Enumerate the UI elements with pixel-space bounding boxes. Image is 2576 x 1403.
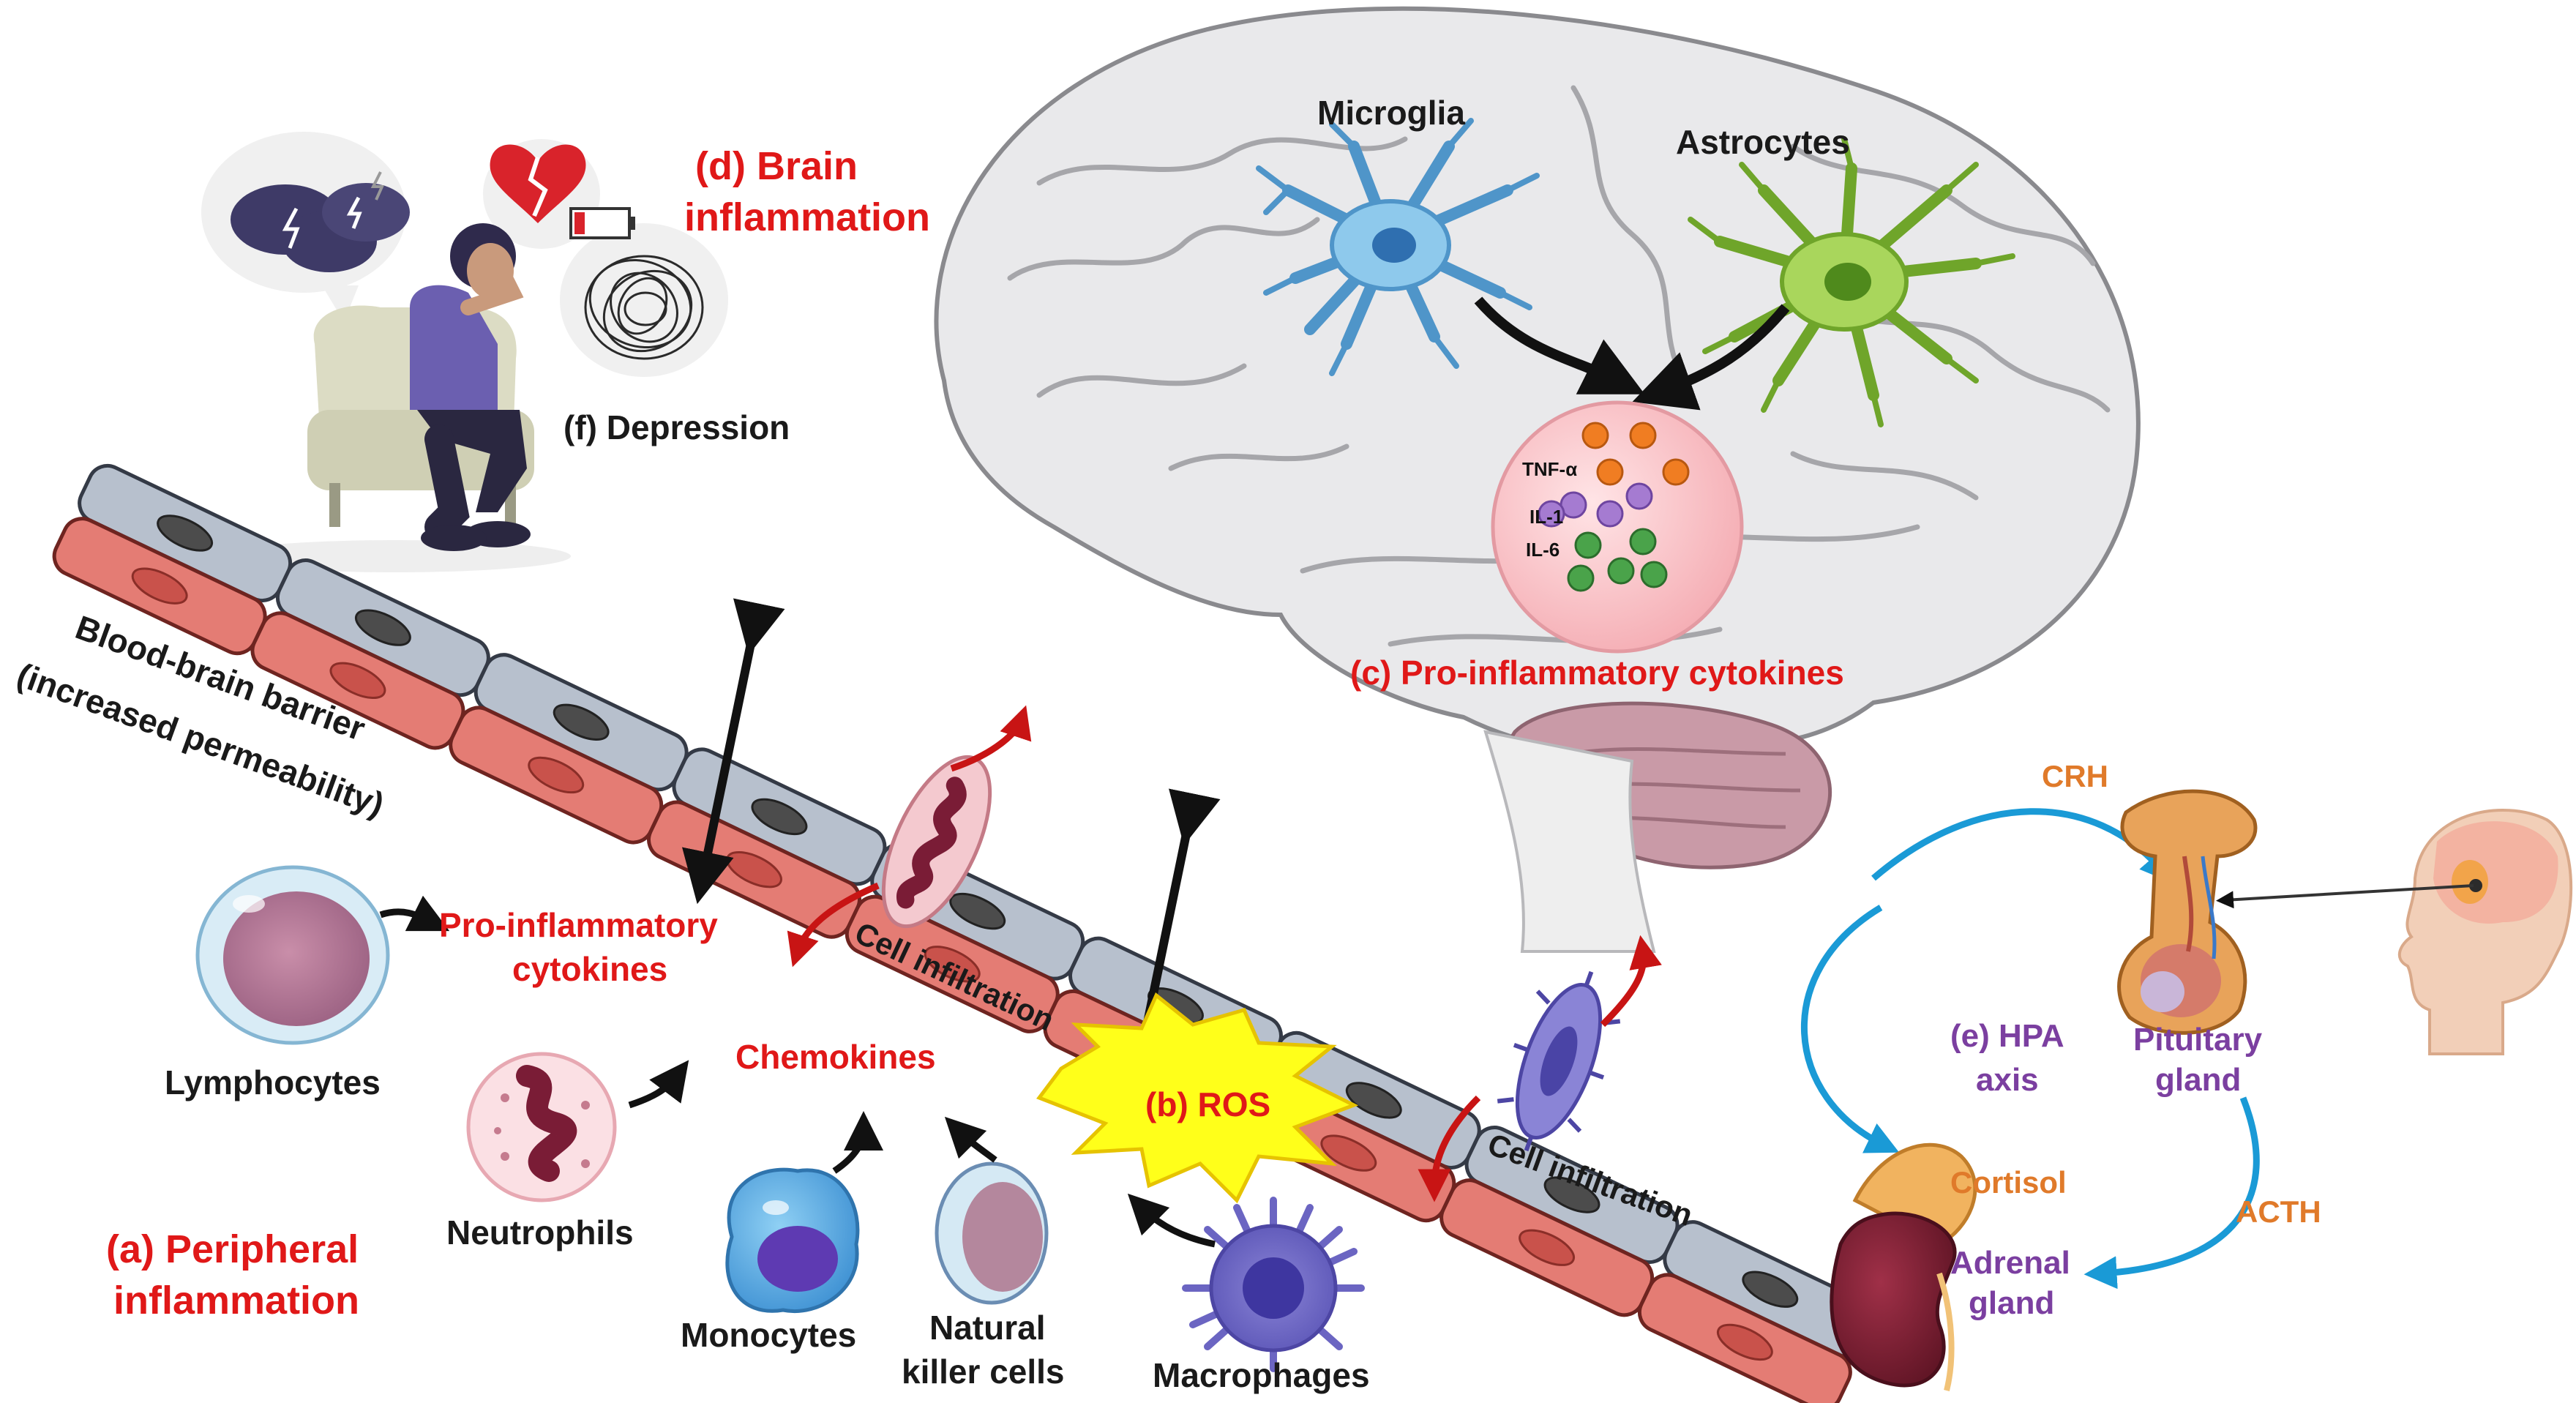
- brain: [934, 6, 2141, 953]
- cortisol-label: Cortisol: [1950, 1165, 2067, 1200]
- monocyte-cell: [725, 1167, 860, 1313]
- il1-dots: [1538, 482, 1653, 528]
- pituitary-label-line2: gland: [2155, 1062, 2241, 1098]
- astrocyte-cell: [1688, 136, 2015, 427]
- microglia-cell: [1256, 118, 1540, 376]
- pituitary-label-line1: Pituitary: [2133, 1022, 2263, 1058]
- scribble-icon: [584, 255, 704, 360]
- natural-killer-cell: [935, 1161, 1049, 1305]
- low-battery-icon: [569, 207, 635, 239]
- monocyte-arrow: [832, 1111, 883, 1174]
- neutrophil-cell: [466, 1052, 617, 1202]
- ros-starburst: (b) ROS: [1036, 992, 1359, 1204]
- nk-arrow: [944, 1116, 997, 1163]
- il6-dots: [1567, 528, 1668, 592]
- crh-label: CRH: [2042, 759, 2108, 793]
- astrocytes-to-cytokines-arrow: [1632, 304, 1790, 411]
- hpa-label-line2: axis: [1976, 1062, 2039, 1098]
- lymphocyte-cell: [195, 865, 390, 1045]
- infiltration-arrows: [787, 705, 1662, 1202]
- pro-inflammatory-label-line2: cytokines: [512, 950, 667, 988]
- peripheral-inflammation-label-line2: inflammation: [113, 1279, 359, 1322]
- monocytes-label: Monocytes: [681, 1316, 856, 1354]
- il1-label: IL-1: [1530, 506, 1563, 528]
- neutrophils-label: Neutrophils: [446, 1213, 634, 1252]
- broken-heart-icon: [490, 144, 586, 223]
- ros-label: (b) ROS: [1145, 1085, 1270, 1123]
- lymphocytes-label: Lymphocytes: [165, 1063, 381, 1101]
- tnf-label: TNF-α: [1522, 458, 1577, 480]
- lymphocyte-arrow: [379, 895, 450, 932]
- cytokines-c-label: (c) Pro-inflammatory cytokines: [1350, 654, 1844, 692]
- acth-label: ACTH: [2236, 1194, 2321, 1229]
- il6-label: IL-6: [1526, 539, 1560, 561]
- brain-inflammation-label-line2: inflammation: [684, 195, 930, 239]
- macrophage-arrow: [1127, 1193, 1216, 1248]
- nk-label-line2: killer cells: [902, 1353, 1065, 1391]
- pro-inflammatory-label-line1: Pro-inflammatory: [439, 906, 718, 944]
- microglia-to-cytokines-arrow: [1474, 296, 1645, 394]
- head-illustration: [2216, 809, 2573, 1055]
- macrophage-cell: [1182, 1197, 1365, 1372]
- neutrophil-arrow: [628, 1060, 689, 1109]
- adrenal-label-line2: gland: [1969, 1285, 2054, 1321]
- macrophages-label: Macrophages: [1153, 1356, 1370, 1394]
- chemokines-label: Chemokines: [735, 1038, 936, 1076]
- depression-label: (f) Depression: [564, 408, 790, 446]
- astrocytes-label: Astrocytes: [1676, 123, 1850, 161]
- nk-label-line1: Natural: [929, 1309, 1045, 1347]
- adrenal-kidney: [1830, 1142, 1977, 1391]
- peripheral-inflammation-label-line1: (a) Peripheral: [106, 1227, 359, 1271]
- tnf-dots: [1581, 422, 1690, 486]
- storm-cloud-icon: [231, 171, 410, 272]
- cytokine-sphere: TNF-α IL-1 IL-6: [1491, 400, 1744, 654]
- pituitary-gland: [2117, 789, 2258, 1035]
- depression-illustration: [201, 132, 728, 572]
- microglia-label: Microglia: [1317, 94, 1465, 132]
- adrenal-label-line1: Adrenal: [1950, 1245, 2070, 1281]
- infiltrating-macrophage: [1497, 970, 1621, 1152]
- hpa-label-line1: (e) HPA: [1950, 1018, 2064, 1054]
- brain-inflammation-label-line1: (d) Brain: [695, 144, 858, 188]
